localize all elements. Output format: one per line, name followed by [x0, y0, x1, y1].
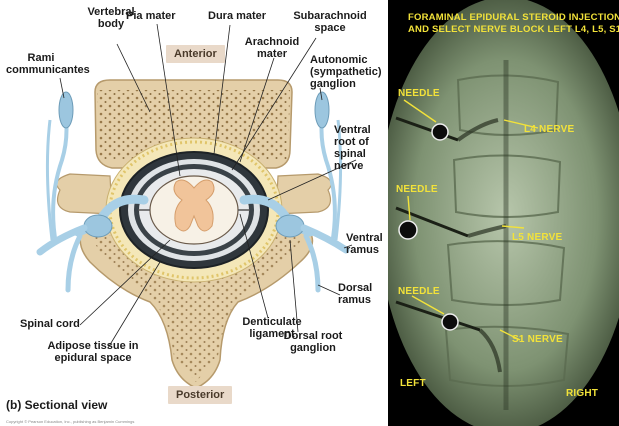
subarachnoid-space-label: Subarachnoid space: [290, 10, 370, 34]
pia-mater-label: Pia mater: [126, 10, 176, 22]
fluoroscopy-xray-image: FORAMINAL EPIDURAL STEROID INJECTION AND…: [388, 0, 619, 426]
xray-title-line1: FORAMINAL EPIDURAL STEROID INJECTION: [408, 12, 619, 23]
needle-label-s1: NEEDLE: [398, 286, 440, 297]
rami-communicantes-label: Rami communicantes: [6, 52, 76, 76]
spinal-cord-label: Spinal cord: [20, 318, 80, 330]
right-side-label: RIGHT: [566, 388, 598, 399]
autonomic-ganglion-label: Autonomic (sympathetic) ganglion: [310, 54, 384, 90]
ventral-root-label: Ventral root of spinal nerve: [334, 124, 386, 172]
arachnoid-mater-label: Arachnoid mater: [244, 36, 300, 60]
posterior-label: Posterior: [168, 386, 232, 404]
left-side-label: LEFT: [400, 378, 426, 389]
dorsal-root-ganglion-label: Dorsal root ganglion: [280, 330, 346, 354]
dorsal-ramus-label: Dorsal ramus: [338, 282, 386, 306]
adipose-tissue-label: Adipose tissue in epidural space: [40, 340, 146, 364]
nerve-label-s1: S1 NERVE: [512, 334, 563, 345]
copyright-notice: Copyright © Pearson Education, Inc., pub…: [6, 419, 134, 424]
figure-caption: (b) Sectional view: [6, 398, 107, 412]
spinal-cross-section-diagram: Anterior Posterior Vertebral body Pia ma…: [0, 0, 388, 426]
needle-label-l4: NEEDLE: [398, 88, 440, 99]
xray-illustration: [388, 0, 619, 426]
nerve-label-l4: L4 NERVE: [524, 124, 574, 135]
nerve-label-l5: L5 NERVE: [512, 232, 562, 243]
needle-label-l5: NEEDLE: [396, 184, 438, 195]
ventral-ramus-label: Ventral ramus: [346, 232, 388, 256]
anterior-label: Anterior: [166, 45, 225, 63]
dura-mater-label: Dura mater: [208, 10, 266, 22]
xray-title-line2: AND SELECT NERVE BLOCK LEFT L4, L5, S1: [408, 24, 619, 35]
